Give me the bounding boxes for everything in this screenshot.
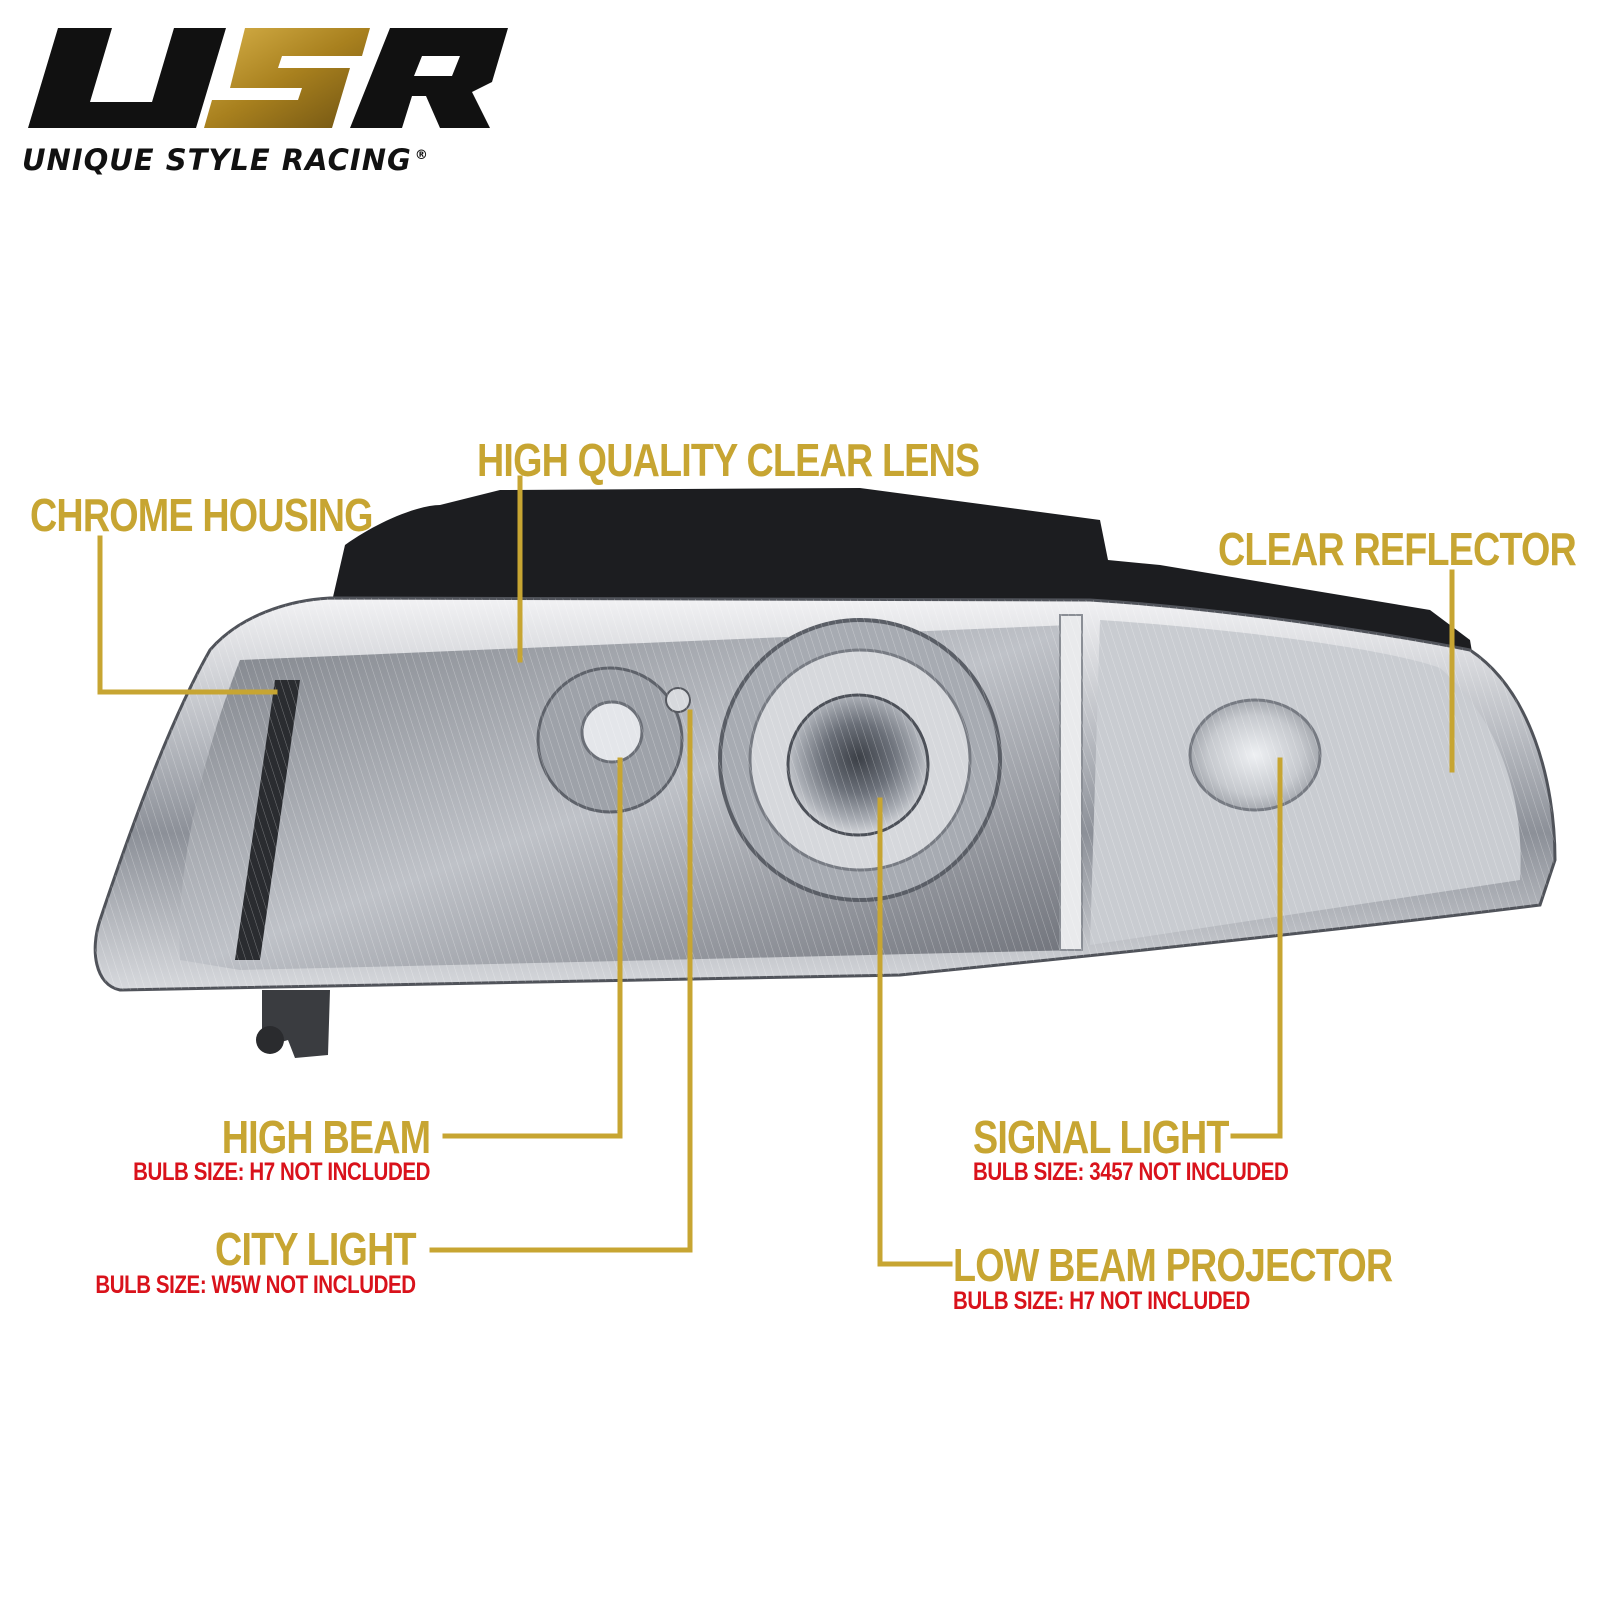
low-beam-bulb-size: BULB SIZE: H7 NOT INCLUDED bbox=[953, 1287, 1250, 1315]
mounting-screw bbox=[256, 1026, 284, 1054]
label-low-beam-projector: LOW BEAM PROJECTOR bbox=[953, 1239, 1393, 1291]
label-chrome-housing: CHROME HOUSING bbox=[30, 489, 374, 541]
city-light-bulb-size: BULB SIZE: W5W NOT INCLUDED bbox=[95, 1271, 417, 1299]
lens-texture bbox=[95, 598, 1556, 990]
logo-tagline: UNIQUE STYLE RACING® bbox=[22, 143, 429, 177]
registered-mark: ® bbox=[414, 148, 429, 164]
high-beam-bulb-size: BULB SIZE: H7 NOT INCLUDED bbox=[133, 1158, 430, 1186]
label-signal-light: SIGNAL LIGHT bbox=[973, 1111, 1229, 1163]
logo-letter-r bbox=[350, 28, 508, 128]
logo-letter-u bbox=[28, 28, 226, 128]
rear-housing bbox=[330, 488, 1480, 700]
logo-tagline-text: UNIQUE STYLE RACING bbox=[22, 143, 412, 177]
label-clear-reflector: CLEAR REFLECTOR bbox=[1218, 523, 1577, 575]
label-high-beam: HIGH BEAM bbox=[221, 1111, 431, 1163]
label-clear-lens: HIGH QUALITY CLEAR LENS bbox=[477, 434, 980, 486]
label-city-light: CITY LIGHT bbox=[215, 1223, 416, 1275]
signal-light-bulb-size: BULB SIZE: 3457 NOT INCLUDED bbox=[973, 1158, 1289, 1186]
usr-logo bbox=[28, 28, 508, 128]
logo-letter-s bbox=[204, 28, 370, 128]
